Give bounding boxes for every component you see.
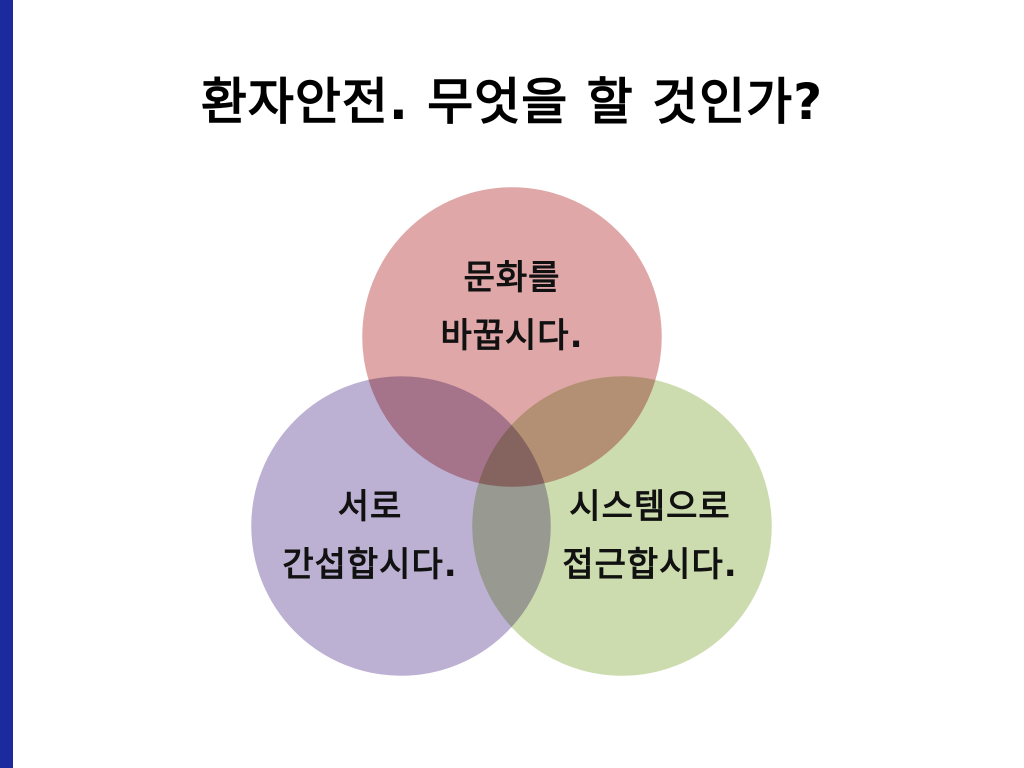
accent-bar xyxy=(0,0,13,768)
circle-label-system-line2: 접근합시다. xyxy=(562,545,738,585)
circle-label-system: 시스템으로 접근합시다. xyxy=(535,478,765,594)
circle-label-intervene-line1: 서로 xyxy=(337,487,403,527)
circle-label-culture-line2: 바꿉시다. xyxy=(440,316,584,356)
circle-label-intervene-line2: 간섭합시다. xyxy=(282,545,458,585)
circle-label-culture: 문화를 바꿉시다. xyxy=(412,249,612,365)
circle-label-intervene: 서로 간섭합시다. xyxy=(255,478,485,594)
circle-label-culture-line1: 문화를 xyxy=(463,258,561,298)
page-title: 환자안전. 무엇을 할 것인가? xyxy=(200,73,824,131)
circle-label-system-line1: 시스템으로 xyxy=(569,487,731,527)
circle-system xyxy=(469,373,775,679)
